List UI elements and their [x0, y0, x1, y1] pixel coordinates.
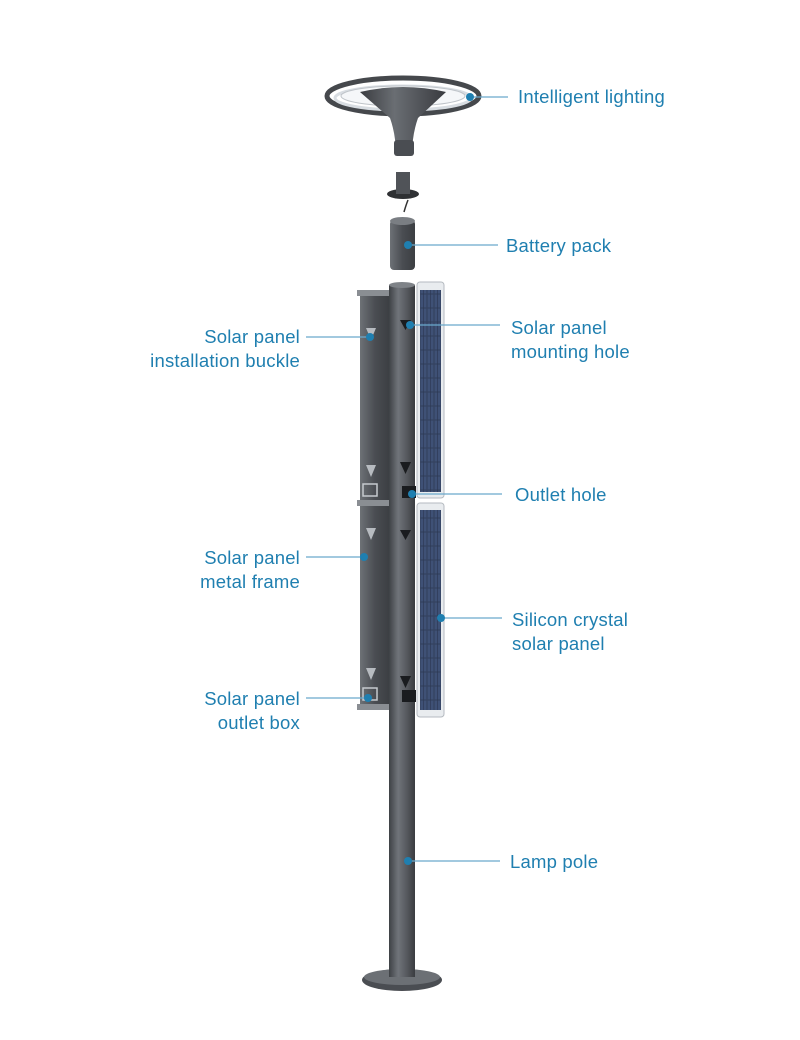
label-battery-pack: Battery pack [506, 235, 612, 256]
label-solar-panel-mounting-hole: Solar panel mounting hole [511, 317, 630, 362]
leader-dots [360, 93, 474, 865]
label-lamp-pole: Lamp pole [510, 851, 599, 872]
lamp-pole [389, 282, 416, 975]
label-silicon-crystal-solar-panel: Silicon crystal solar panel [512, 609, 629, 654]
label-solar-panel-installation-buckle: Solar panel installation buckle [150, 326, 300, 371]
leader-lines [306, 96, 508, 862]
silicon-solar-panels [416, 281, 445, 718]
solar-panel-metal-frames [357, 290, 393, 710]
label-solar-panel-metal-frame: Solar panel metal frame [200, 547, 300, 592]
pole-base-plate [362, 962, 442, 991]
label-outlet-hole: Outlet hole [515, 484, 607, 505]
label-solar-panel-outlet-box: Solar panel outlet box [204, 688, 300, 733]
lamp-head [324, 75, 482, 156]
battery-pack [390, 199, 415, 270]
label-intelligent-lighting: Intelligent lighting [518, 86, 665, 107]
pole-connector [387, 172, 419, 199]
